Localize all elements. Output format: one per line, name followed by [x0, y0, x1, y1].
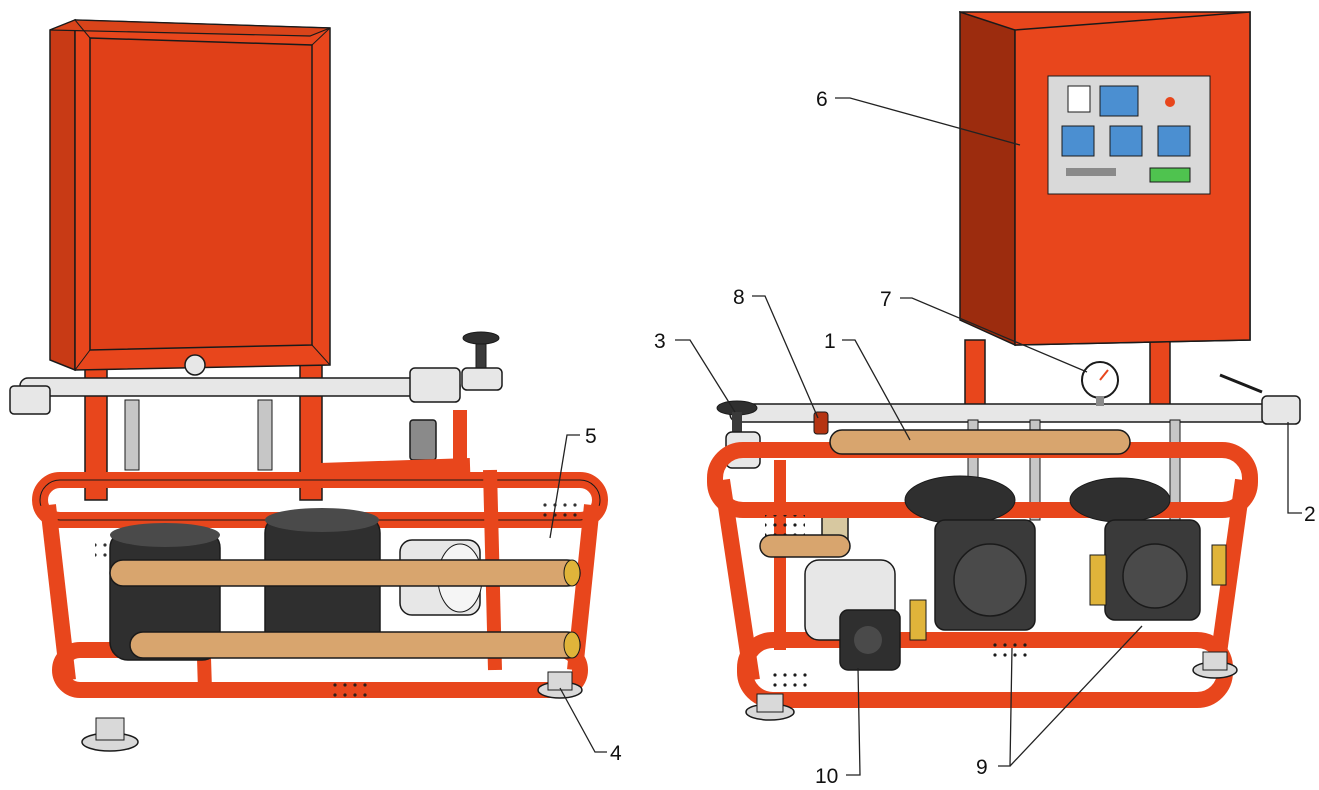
vibration-feet-rear: [81, 671, 583, 752]
callout-label-7: 7: [880, 288, 892, 311]
callout-1: 1: [824, 330, 911, 441]
control-panel-icon: [1047, 75, 1211, 195]
callout-5: 5: [549, 425, 597, 539]
brass-fitting: [1089, 554, 1107, 606]
suction-pipe-front-top: [829, 429, 1131, 455]
brass-fitting: [909, 599, 927, 641]
callout-9: 9: [976, 625, 1143, 779]
pressure-gauge-icon: [1081, 361, 1119, 406]
suction-pipe-front-left: [759, 534, 851, 558]
callout-label-5: 5: [585, 425, 597, 448]
jockey-pump-motor: [804, 559, 901, 671]
brass-fitting: [1211, 544, 1227, 586]
callout-label-9: 9: [976, 756, 988, 779]
callout-label-3: 3: [654, 330, 666, 353]
callout-label-4: 4: [610, 742, 622, 765]
pump-station-front-view: [707, 10, 1301, 721]
pump-station-rear-view: [9, 18, 608, 752]
callout-10: 10: [815, 667, 861, 788]
control-cabinet-front: [959, 10, 1251, 347]
callout-3: 3: [654, 330, 736, 413]
control-cabinet-rear: [49, 18, 331, 372]
callout-8: 8: [733, 286, 819, 419]
manifold-pipe-rear: [9, 331, 503, 471]
callouts: 5 4 6 8 7 1 3: [549, 88, 1316, 788]
callout-label-8: 8: [733, 286, 745, 309]
callout-label-1: 1: [824, 330, 836, 353]
suction-pipes-rear: [109, 559, 581, 659]
callout-label-2: 2: [1304, 503, 1316, 526]
callout-6: 6: [816, 88, 1021, 146]
gate-valve-icon: [461, 331, 503, 391]
main-pump-2: [1069, 477, 1201, 621]
main-pump-1: [904, 475, 1036, 631]
callout-2: 2: [1287, 422, 1316, 526]
callout-7: 7: [880, 288, 1088, 373]
manifold-pipe-front: [716, 361, 1301, 561]
callout-label-6: 6: [816, 88, 828, 111]
callout-label-10: 10: [815, 765, 838, 788]
callout-4: 4: [559, 687, 622, 765]
vibration-feet-front: [745, 651, 1238, 721]
